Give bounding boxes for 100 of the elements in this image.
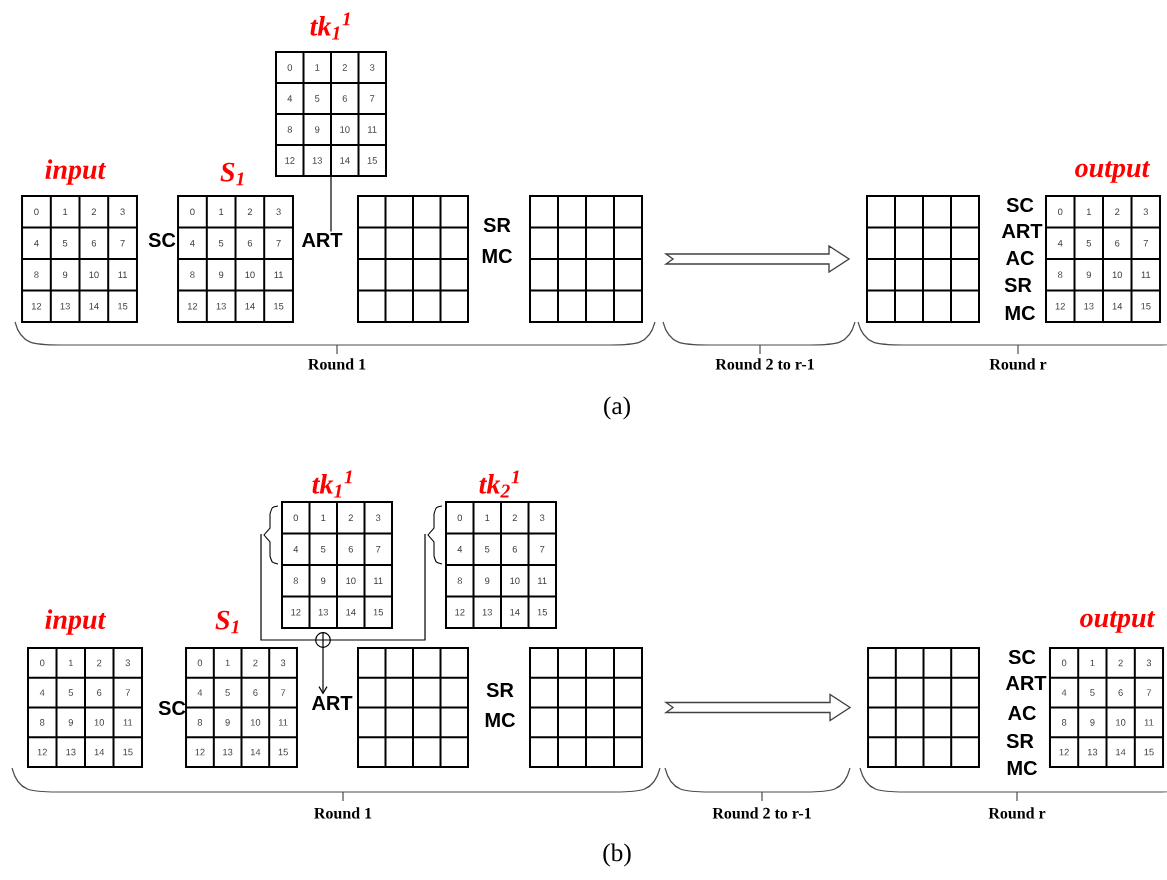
round-label: Round r [988,807,1046,819]
node-label: 7 [125,689,130,696]
node-label: 15 [274,302,284,310]
node-label: 2 [91,208,97,216]
grid [357,647,469,768]
node-label: 2 [512,514,517,522]
node-label: 7 [1146,689,1152,696]
node-label: 7 [280,689,286,696]
node-label: 2 [1115,208,1120,216]
node-label: 3 [1146,659,1152,667]
node-label: 8 [287,126,292,133]
operation-label: MC [1007,760,1037,776]
node-label: 11 [1144,719,1154,726]
number-grid: 0 1 2 3 4 5 6 7 8 9 10 11 12 13 14 15 [275,51,387,177]
operation-label: ART [1001,224,1043,238]
node-label: 6 [342,95,347,102]
hollow-arrow [663,244,851,274]
node-label: 6 [1115,239,1120,247]
node-label: 8 [34,271,39,279]
node-label: 1 [485,514,490,522]
round-label: Round 1 [308,358,366,370]
operation-label: MC [482,248,512,264]
number-grid: 0 1 2 3 4 5 6 7 8 9 10 11 12 13 14 15 [1048,647,1165,768]
node-label: 5 [1090,689,1095,696]
node-label: 15 [278,748,288,756]
number-grid: 0 1 2 3 4 5 6 7 8 9 10 11 12 13 14 15 [445,501,557,629]
node-label: 4 [39,689,45,696]
grid [357,195,469,323]
node-label: 9 [218,271,224,279]
operation-label: SR [486,682,514,698]
node-label: 10 [1112,271,1123,279]
node-label: 15 [367,157,377,164]
arrow [318,647,328,695]
node-label: 10 [340,126,350,133]
node-label: 2 [253,659,258,667]
operation-label: ART [1005,676,1047,690]
node-label: 11 [274,271,283,279]
node-label: 2 [1118,659,1123,667]
number-grid: 0 1 2 3 4 5 6 7 8 9 10 11 12 13 14 15 [27,647,143,768]
node-label: 11 [1141,271,1151,279]
number-grid: 0 1 2 3 4 5 6 7 8 9 10 11 12 13 14 15 [177,195,294,323]
node-label: 2 [348,514,353,522]
grid [529,647,643,768]
node-label: 11 [538,577,547,585]
node-label: 10 [1116,719,1126,726]
node-label: 6 [91,239,97,247]
operation-label: SR [483,217,511,233]
node-label: 9 [62,271,68,279]
node-label: 13 [318,608,328,616]
node-label: 7 [370,95,375,102]
node-label: 0 [287,64,293,71]
node-label: 7 [120,239,125,247]
node-label: 4 [1061,689,1067,696]
grid-title: tk$_{2}$1 [479,470,519,498]
hollow-arrow [663,693,852,722]
node-label: 7 [1143,239,1148,247]
node-label: 14 [346,608,356,616]
node-label: 14 [340,157,350,164]
node-label: 3 [280,659,286,667]
node-label: 15 [373,608,383,616]
node-label: 1 [68,659,73,667]
operation-label: MC [485,712,515,728]
grid-title: input [45,159,107,185]
grid [529,195,643,323]
node-label: 9 [485,577,490,585]
node-label: 8 [1058,271,1063,279]
node-label: 0 [1057,208,1063,216]
panel-caption: (a) [604,396,630,420]
node-label: 15 [1144,748,1154,756]
node-label: 14 [1112,302,1123,310]
grid-title: output [1080,611,1156,633]
node-label: 13 [66,748,76,756]
node-label: 0 [293,514,299,522]
operation-label: AC [1008,705,1036,721]
node-label: 9 [1090,719,1095,726]
grid [867,647,980,768]
node-label: 10 [510,577,520,585]
node-label: 6 [247,239,253,247]
node-label: 2 [247,208,253,216]
node-label: 0 [39,659,45,667]
grid-title: S$_{1}$ [220,162,244,186]
node-label: 12 [1059,748,1069,756]
node-label: 5 [484,545,490,553]
node-label: 3 [375,514,381,522]
node-label: 5 [218,239,224,247]
round-label: Round 2 to r-1 [712,807,811,819]
node-label: 8 [40,719,45,726]
node-label: 7 [276,239,281,247]
node-label: 15 [1141,302,1151,310]
node-label: 5 [314,95,320,102]
connector-line [330,176,332,233]
node-label: 0 [34,208,39,216]
node-label: 14 [1116,748,1126,756]
node-label: 13 [482,608,492,616]
node-label: 5 [320,545,326,553]
node-label: 0 [1061,659,1067,667]
grid-title: tk$_{1}$1 [310,12,350,40]
node-label: 0 [197,659,203,667]
node-label: 1 [219,208,224,216]
node-label: 12 [195,748,205,756]
